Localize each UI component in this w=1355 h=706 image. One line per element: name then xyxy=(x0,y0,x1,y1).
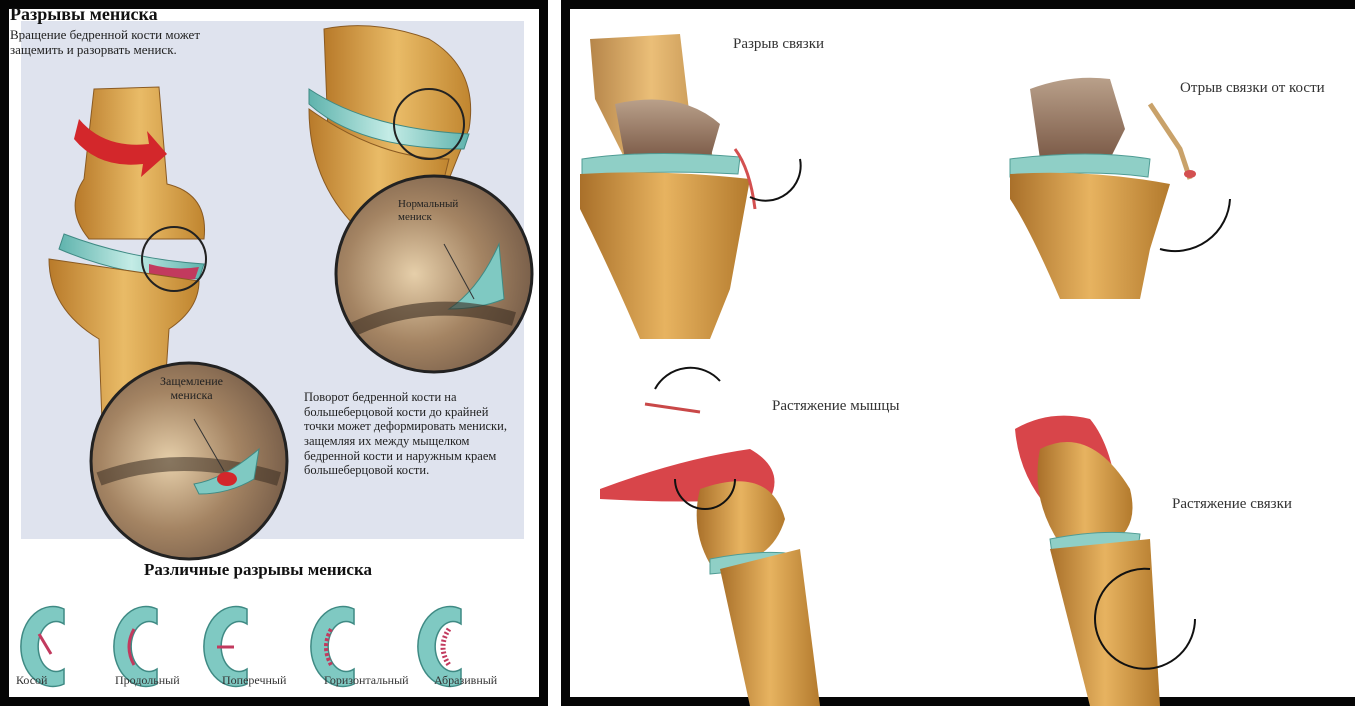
page-title: Разрывы мениска xyxy=(10,4,158,25)
meniscus-tears-panel xyxy=(0,0,548,706)
subtitle-text: Вращение бедренной кости может защемить … xyxy=(10,28,250,58)
muscle-strain-label: Растяжение мышцы xyxy=(772,398,899,415)
meniscus-illustration xyxy=(9,9,539,697)
tear-type-label: Косой xyxy=(16,673,47,688)
ligament-avulsion-figure xyxy=(1010,78,1230,299)
normal-meniscus-label: Нормальный мениск xyxy=(398,198,488,223)
ligament-avulsion-label: Отрыв связки от кости xyxy=(1180,80,1325,97)
tear-type-label: Поперечный xyxy=(222,673,286,688)
ligament-tear-label: Разрыв связки xyxy=(733,36,824,53)
muscle-strain-figure xyxy=(600,368,820,706)
tear-types-title: Различные разрывы мениска xyxy=(98,560,418,580)
pinched-meniscus-label: Защемление мениска xyxy=(144,375,239,403)
ligament-injuries-panel xyxy=(561,0,1355,706)
ligament-illustration xyxy=(570,9,1355,706)
ligament-sprain-figure xyxy=(1015,416,1195,706)
ligament-tear-figure xyxy=(580,34,801,339)
tear-type-label: Продольный xyxy=(115,673,180,688)
tear-type-label: Абразивный xyxy=(434,673,497,688)
ligament-sprain-label: Растяжение связки xyxy=(1172,496,1292,513)
tear-type-label: Горизонтальный xyxy=(324,673,409,688)
description-text: Поворот бедренной кости на большеберцово… xyxy=(304,390,519,478)
